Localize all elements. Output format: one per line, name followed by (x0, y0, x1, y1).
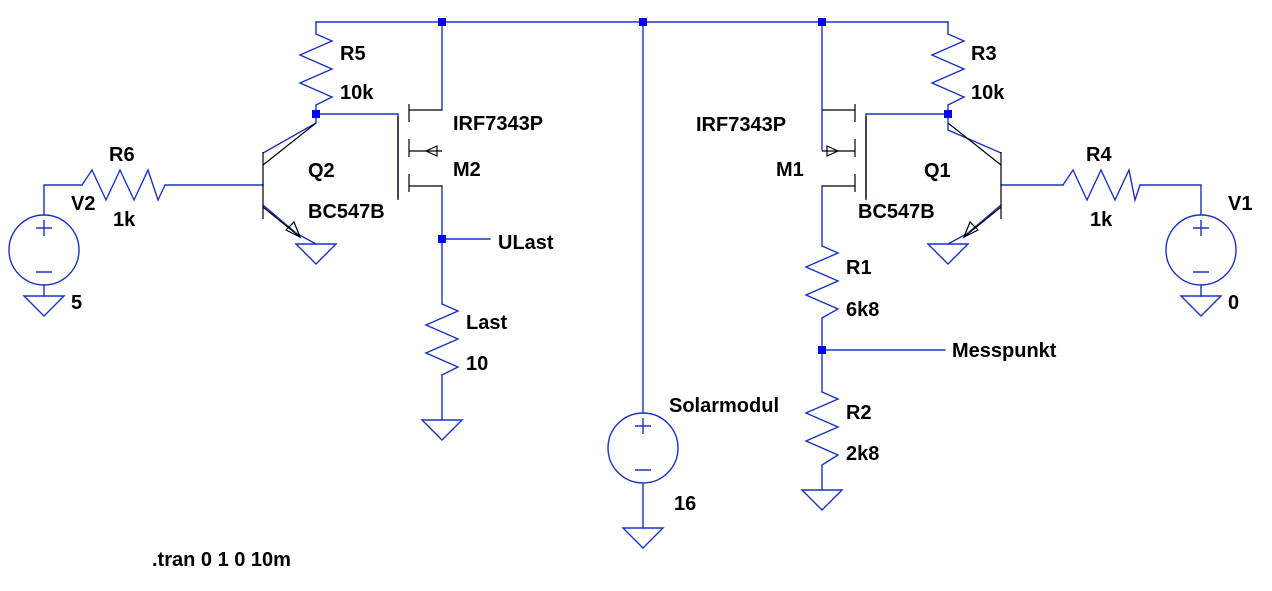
label-r6-value: 1k (113, 209, 136, 231)
label-v1-value: 0 (1228, 292, 1239, 314)
label-q2-model: BC547B (308, 201, 385, 223)
label-v2-value: 5 (71, 292, 82, 314)
label-r2-value: 2k8 (846, 443, 879, 465)
resistor-last[interactable] (424, 303, 460, 376)
label-r4-value: 1k (1090, 209, 1113, 231)
junctions (312, 18, 952, 354)
label-solarmodul: Solarmodul (669, 395, 779, 417)
voltage-source-solarmodul[interactable] (607, 412, 679, 484)
label-r5: R5 (340, 43, 366, 65)
resistor-r5[interactable] (298, 33, 334, 106)
label-m2: M2 (453, 159, 481, 181)
resistor-r6[interactable] (81, 168, 166, 202)
ground-icon (420, 419, 464, 441)
ground-icon (926, 243, 970, 265)
ground-icon (22, 295, 66, 317)
voltage-source-v1[interactable] (1165, 214, 1237, 286)
label-v1: V1 (1228, 193, 1252, 215)
junction-dot (944, 110, 952, 118)
resistor-r1[interactable] (804, 245, 840, 319)
label-messpunkt: Messpunkt (952, 340, 1057, 362)
junction-dot (818, 18, 826, 26)
ground-icon (800, 489, 844, 511)
label-r6: R6 (109, 144, 135, 166)
label-last: Last (466, 312, 507, 334)
label-r2: R2 (846, 402, 872, 424)
junction-dot (438, 18, 446, 26)
spice-directive[interactable]: .tran 0 1 0 10m (152, 549, 291, 571)
label-ulast: ULast (498, 232, 554, 254)
junction-dot (312, 110, 320, 118)
label-r3: R3 (971, 43, 997, 65)
resistor-r3[interactable] (930, 33, 966, 106)
bjt-q1[interactable] (947, 122, 1002, 239)
wires (43, 21, 1202, 529)
mosfet-m1[interactable] (822, 104, 867, 200)
ground-icon (294, 243, 338, 265)
ground-icon (621, 527, 665, 549)
resistor-r2[interactable] (804, 391, 840, 466)
label-solarmodul-value: 16 (674, 493, 696, 515)
label-m1: M1 (776, 159, 804, 181)
label-r4: R4 (1086, 144, 1112, 166)
label-m1-model: IRF7343P (696, 114, 786, 136)
label-m2-model: IRF7343P (453, 113, 543, 135)
mosfet-m2[interactable] (397, 104, 442, 200)
label-r1: R1 (846, 257, 872, 279)
ground-icon (1179, 295, 1223, 317)
label-v2: V2 (71, 193, 95, 215)
junction-dot (438, 235, 446, 243)
label-q1: Q1 (924, 160, 951, 182)
label-last-value: 10 (466, 353, 488, 375)
resistor-r4[interactable] (1062, 167, 1141, 203)
voltage-source-v2[interactable] (8, 214, 80, 286)
label-r3-value: 10k (971, 82, 1005, 104)
label-r1-value: 6k8 (846, 299, 879, 321)
label-r5-value: 10k (340, 82, 374, 104)
label-q1-model: BC547B (858, 201, 935, 223)
junction-dot (818, 346, 826, 354)
bjt-q2[interactable] (262, 122, 317, 239)
junction-dot (639, 18, 647, 26)
label-q2: Q2 (308, 160, 335, 182)
